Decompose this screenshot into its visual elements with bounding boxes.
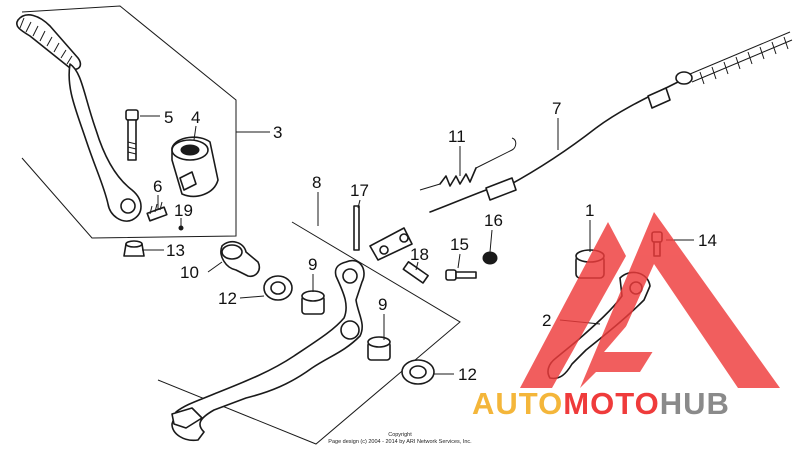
watermark-hub: HUB: [660, 386, 730, 421]
bolt-part-15: [445, 269, 477, 281]
pinch-bolt-part-6: [146, 201, 168, 222]
callout-8: 8: [312, 173, 321, 192]
callout-labels: 5 4 3 6 19 13 10 12 8 9 9 12 11 7 17 18 …: [153, 99, 717, 384]
callout-3: 3: [273, 123, 282, 142]
clip-part-19: [178, 225, 184, 231]
watermark-moto: MOTO: [563, 386, 659, 421]
callout-12-bottom: 12: [458, 365, 477, 384]
cable-clevis: [369, 189, 487, 261]
callout-16: 16: [484, 211, 503, 230]
pin-part-18: [402, 261, 429, 284]
callout-12-top: 12: [218, 289, 237, 308]
bushing-part-9-left: [301, 290, 325, 315]
callout-13: 13: [166, 241, 185, 260]
callout-9-left: 9: [308, 255, 317, 274]
watermark-logo: [520, 212, 780, 388]
washer-part-12-top: [263, 275, 293, 301]
spring-part-11: [419, 137, 517, 191]
copyright-line-2: Page design (c) 2004 - 2014 by ARI Netwo…: [328, 439, 472, 445]
nut-part-13: [123, 240, 145, 257]
group-frame-brake-pedal: [157, 221, 461, 445]
callout-5: 5: [164, 108, 173, 127]
callout-6: 6: [153, 177, 162, 196]
kick-pedal-grip: [15, 14, 82, 71]
callout-17: 17: [350, 181, 369, 200]
callout-9-right: 9: [378, 295, 387, 314]
callout-11: 11: [448, 127, 466, 146]
callout-10: 10: [180, 263, 199, 282]
brake-pedal: [171, 259, 365, 442]
callout-7: 7: [552, 99, 561, 118]
logo-triangle-left: [520, 222, 626, 388]
pin-part-17: [353, 205, 360, 251]
bolt-part-5: [125, 109, 139, 161]
watermark-text: AUTOMOTOHUB: [472, 386, 730, 421]
logo-triangle-inner: [604, 294, 690, 352]
watermark-auto: AUTO: [472, 386, 563, 421]
copyright-line-1: Copyright: [388, 432, 412, 438]
kick-boss-part-4: [171, 136, 219, 198]
callout-2: 2: [542, 311, 551, 330]
cable-part-7: [485, 31, 793, 201]
nut-part-16: [482, 251, 498, 265]
callout-19: 19: [174, 201, 193, 220]
shaft-part-10: [220, 240, 261, 278]
callout-1: 1: [585, 201, 594, 220]
bushing-part-9-right: [367, 336, 391, 361]
washer-part-12-bottom: [401, 359, 435, 385]
group-frame-kick-starter: [21, 5, 237, 239]
callout-18: 18: [410, 245, 429, 264]
callout-15: 15: [450, 235, 469, 254]
callout-14: 14: [698, 231, 717, 250]
callout-4: 4: [191, 108, 200, 127]
kick-arm-pivot: [120, 198, 136, 214]
kick-starter-arm: [68, 63, 142, 222]
